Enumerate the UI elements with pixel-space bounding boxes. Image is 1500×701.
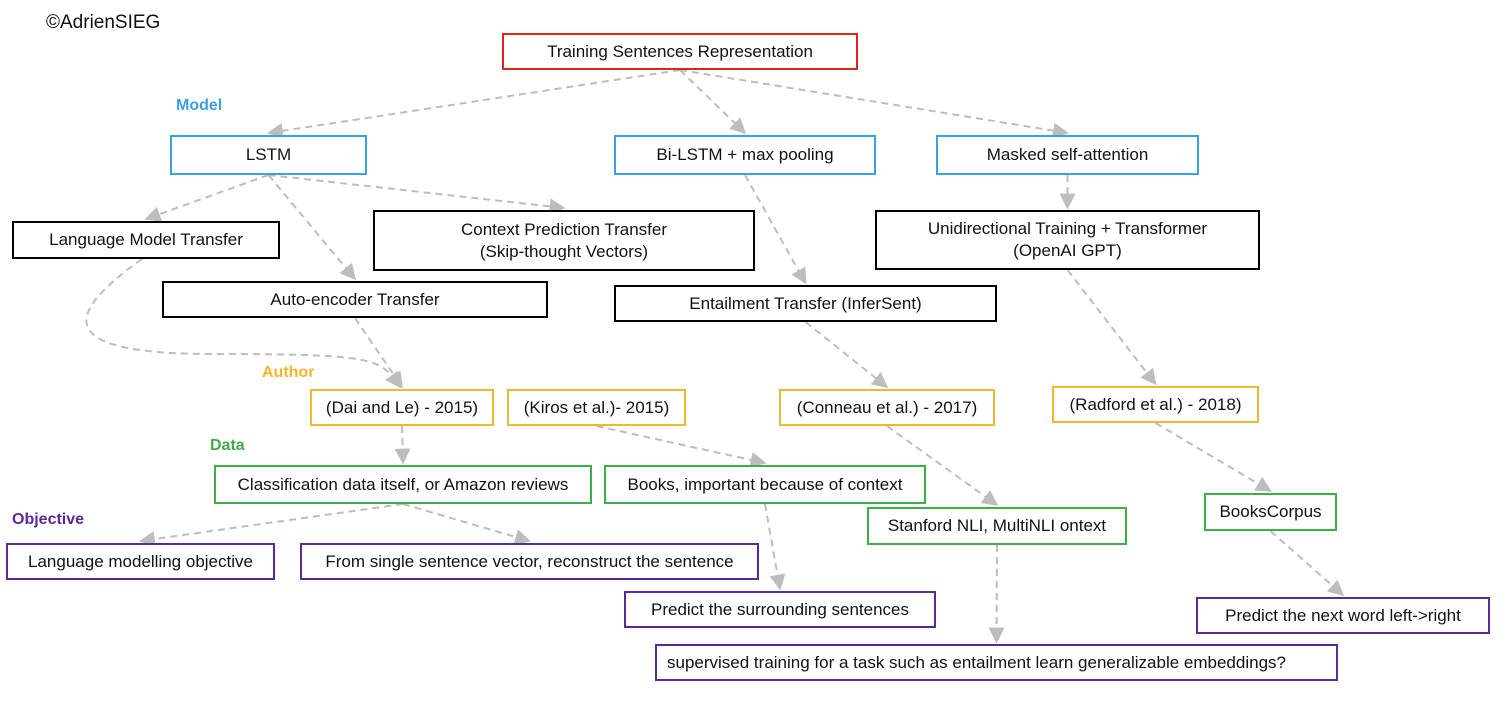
node-language-model-transfer: Language Model Transfer (12, 221, 280, 259)
node-radford-2018: (Radford et al.) - 2018) (1052, 386, 1259, 423)
edge-classif-to-lm_objective (138, 503, 404, 547)
edge-autoencoder-to-dai (354, 317, 403, 389)
edge-lm_transfer-to-dai (85, 258, 401, 389)
node-kiros-2015: (Kiros et al.)- 2015) (507, 389, 686, 426)
node-classification-data: Classification data itself, or Amazon re… (214, 465, 592, 504)
edge-bookscorpus-to-next_word (1269, 530, 1345, 597)
edge-books-to-surrounding (764, 503, 786, 591)
node-stanford-nli: Stanford NLI, MultiNLI ontext (867, 507, 1127, 545)
level-label-objective: Objective (12, 511, 85, 528)
node-language-modelling-objective: Language modelling objective (6, 543, 275, 580)
node-auto-encoder-transfer: Auto-encoder Transfer (162, 281, 548, 318)
edge-classif-to-reconstruct (402, 503, 532, 545)
level-label-author: Author (262, 364, 315, 381)
node-bookscorpus: BooksCorpus (1204, 493, 1337, 531)
node-bilstm-max-pooling: Bi-LSTM + max pooling (614, 135, 876, 175)
node-masked-self-attention: Masked self-attention (936, 135, 1199, 175)
node-books-context: Books, important because of context (604, 465, 926, 504)
edge-group (85, 69, 1345, 644)
node-training-sentences-representation: Training Sentences Representation (502, 33, 858, 70)
edge-gpt-to-radford (1066, 269, 1157, 386)
node-supervised-training-entailment: supervised training for a task such as e… (655, 644, 1338, 681)
edge-lstm-to-autoencoder (267, 174, 357, 281)
node-reconstruct-sentence: From single sentence vector, reconstruct… (300, 543, 759, 580)
edge-lstm-to-lm_transfer (144, 174, 269, 222)
edge-bilstm-to-entailment (744, 174, 807, 285)
level-label-model: Model (176, 97, 223, 114)
edge-lstm-to-context_transfer (268, 174, 566, 215)
node-conneau-2017: (Conneau et al.) - 2017) (779, 389, 995, 426)
node-context-prediction-transfer: Context Prediction Transfer (Skip-though… (373, 210, 755, 271)
edge-root-to-masked (679, 69, 1070, 139)
node-predict-next-word: Predict the next word left->right (1196, 597, 1490, 634)
edge-conneau-to-snli (886, 425, 999, 506)
edge-kiros-to-books (596, 425, 767, 468)
edge-entailment-to-conneau (804, 321, 889, 388)
node-entailment-transfer: Entailment Transfer (InferSent) (614, 285, 997, 322)
edge-radford-to-bookscorpus (1154, 422, 1272, 492)
node-unidirectional-training-transformer: Unidirectional Training + Transformer (O… (875, 210, 1260, 270)
node-dai-and-le-2015: (Dai and Le) - 2015) (310, 389, 494, 426)
edge-root-to-bilstm (679, 69, 747, 135)
node-predict-surrounding-sentences: Predict the surrounding sentences (624, 591, 936, 628)
copyright-text: ©AdrienSIEG (46, 12, 161, 33)
edge-dai-to-classif (394, 425, 411, 465)
edge-root-to-lstm (266, 69, 681, 139)
node-lstm: LSTM (170, 135, 367, 175)
level-label-data: Data (210, 437, 245, 454)
edge-snli-to-supervised (988, 544, 1005, 644)
